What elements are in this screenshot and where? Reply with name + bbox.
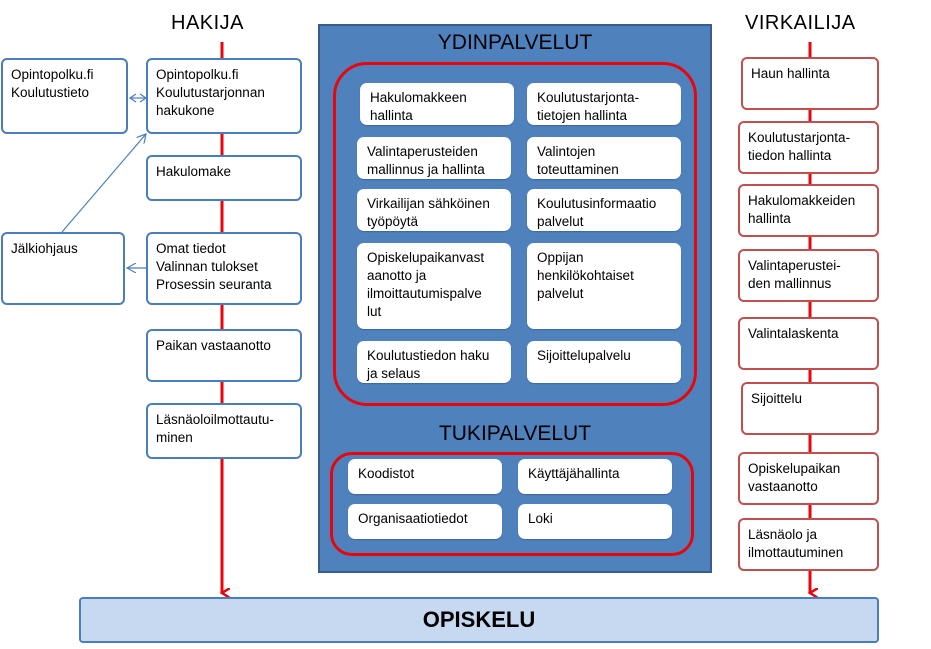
bidirectional-arrow	[128, 93, 148, 103]
opintopolku-koulutustieto-box: Opintopolku.fi Koulutustieto	[1, 58, 128, 134]
ydin-item: Hakulomakkeen hallinta	[360, 83, 514, 125]
lasnaolo-box: Läsnäoloilmottautu- minen	[146, 403, 302, 459]
jalkiohjaus-box: Jälkiohjaus	[1, 232, 125, 305]
hakulomake-box: Hakulomake	[146, 155, 302, 201]
ydin-item: Valintaperusteiden mallinnus ja hallinta	[357, 137, 511, 179]
ydin-item: Sijoittelupalvelu	[527, 341, 681, 383]
omat-tiedot-box: Omat tiedot Valinnan tulokset Prosessin …	[146, 232, 302, 305]
virkailija-item: Sijoittelu	[741, 382, 879, 435]
virkailija-item: Koulutustarjonta- tiedon hallinta	[738, 121, 879, 174]
virkailija-item: Valintaperustei- den mallinnus	[738, 249, 879, 302]
hakija-heading: HAKIJA	[171, 12, 245, 34]
virkailija-item: Opiskelupaikan vastaanotto	[738, 452, 879, 505]
ydinpalvelut-title: YDINPALVELUT	[437, 31, 593, 54]
ydin-item: Koulutusinformaatio palvelut	[527, 189, 681, 231]
ydin-item: Valintojen toteuttaminen	[527, 137, 681, 179]
tuki-item: Organisaatiotiedot	[348, 504, 502, 539]
tuki-item: Koodistot	[348, 459, 502, 494]
virkailija-heading: VIRKAILIJA	[745, 12, 856, 34]
paikan-vastaanotto-box: Paikan vastaanotto	[146, 329, 302, 382]
ydin-item: Koulutustiedon haku ja selaus	[357, 341, 511, 383]
virkailija-item: Läsnäolo ja ilmottautuminen	[738, 518, 879, 571]
ydin-item: Opiskelupaikanvast aanotto ja ilmoittaut…	[357, 243, 511, 329]
jalkiohjaus-to-hakukone-arrow	[61, 134, 146, 233]
tukipalvelut-title: TUKIPALVELUT	[438, 422, 592, 445]
ydin-item: Koulutustarjonta- tietojen hallinta	[527, 83, 681, 125]
virkailija-item: Valintalaskenta	[738, 317, 879, 370]
tukipalvelut-group	[330, 452, 694, 556]
ydinpalvelut-group	[333, 62, 697, 406]
tuki-item: Käyttäjähallinta	[518, 459, 672, 494]
ydin-item: Oppijan henkilökohtaiset palvelut	[527, 243, 681, 329]
virkailija-item: Haun hallinta	[741, 57, 879, 110]
hakukone-box: Opintopolku.fi Koulutustarjonnan hakukon…	[146, 58, 302, 134]
opiskelu-bar: OPISKELU	[79, 597, 879, 643]
tuki-item: Loki	[518, 504, 672, 539]
ydin-item: Virkailijan sähköinen työpöytä	[357, 189, 511, 231]
virkailija-item: Hakulomakkeiden hallinta	[738, 184, 879, 237]
